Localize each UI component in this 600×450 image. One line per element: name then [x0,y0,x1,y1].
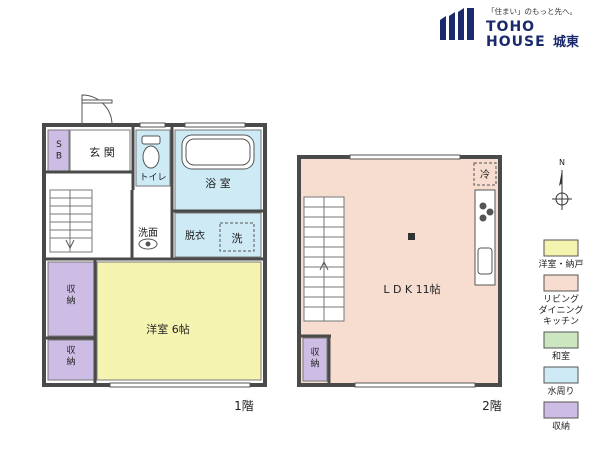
kitchen-counter [474,189,496,286]
floor2-stairs [303,196,345,322]
brand-branch: 城東 [553,34,579,50]
legend-item-storage: 収納 [543,401,579,432]
brand-name-house: HOUSE [486,34,546,50]
legend-swatch [543,401,579,419]
label-western: 洋室 6帖 [146,322,190,336]
legend-item-western-room: 洋室・納戸 [538,239,584,270]
floor2-windows [349,154,476,388]
laundry-space [219,222,255,252]
label-washroom: 洗面 [138,227,158,239]
brand-tagline: 「住まい」のもっと先へ。 [487,6,577,16]
brand-name-toho: TOHO [486,19,535,35]
floor1-stairs [49,189,93,253]
label-storage-bottom: 収納 [66,344,75,368]
legend-label: 和室 [552,350,570,362]
bathtub-icon [181,134,255,170]
fridge-space [473,162,497,186]
floor1-windows [109,122,251,388]
legend-item-water: 水周り [543,366,579,397]
legend-label: 水周り [547,385,574,397]
label-toilet: トイレ [139,173,166,183]
label-entrance: 玄 関 [89,145,115,159]
label-storage-floor2: 収納 [310,346,319,370]
floor1-inner-walls [44,125,265,385]
legend-swatch [543,274,579,292]
entrance-door [81,94,113,126]
label-storage-top: 収納 [66,283,75,307]
compass-north-label: N [559,158,565,167]
room-storage-top [47,261,95,337]
label-fridge: 冷 [480,168,490,181]
legend-item-living: リビングダイニングキッチン [538,274,584,327]
label-ldk: L D K 11帖 [383,283,440,296]
label-laundry: 洗 [232,232,243,245]
legend-label: 洋室・納戸 [538,258,583,270]
toho-logo-mark [440,8,474,40]
brand-logo: 「住まい」のもっと先へ。 TOHO HOUSE 城東 [440,6,579,50]
room-dressing [174,212,262,258]
floor2-caption: 2階 [482,398,502,413]
legend-swatch [543,366,579,384]
room-western [96,261,262,381]
ceiling-light-icon [408,233,415,240]
legend-swatch [543,331,579,349]
toilet-fixture-icon [141,135,161,169]
label-dressing: 脱衣 [185,229,205,242]
legend-label: 収納 [552,420,570,432]
legend-label: リビングダイニングキッチン [538,293,583,327]
washbasin-icon [138,238,158,250]
label-bath: 浴 室 [205,176,231,190]
compass-icon: N [552,158,572,210]
legend-swatch [543,239,579,257]
floor1-caption: 1階 [234,398,254,413]
room-storage-floor2 [302,337,328,382]
legend-item-japanese-room: 和室 [543,331,579,362]
floor-2: 冷 L D K 11帖 収納 2階 [297,154,502,413]
room-entrance [69,129,131,173]
